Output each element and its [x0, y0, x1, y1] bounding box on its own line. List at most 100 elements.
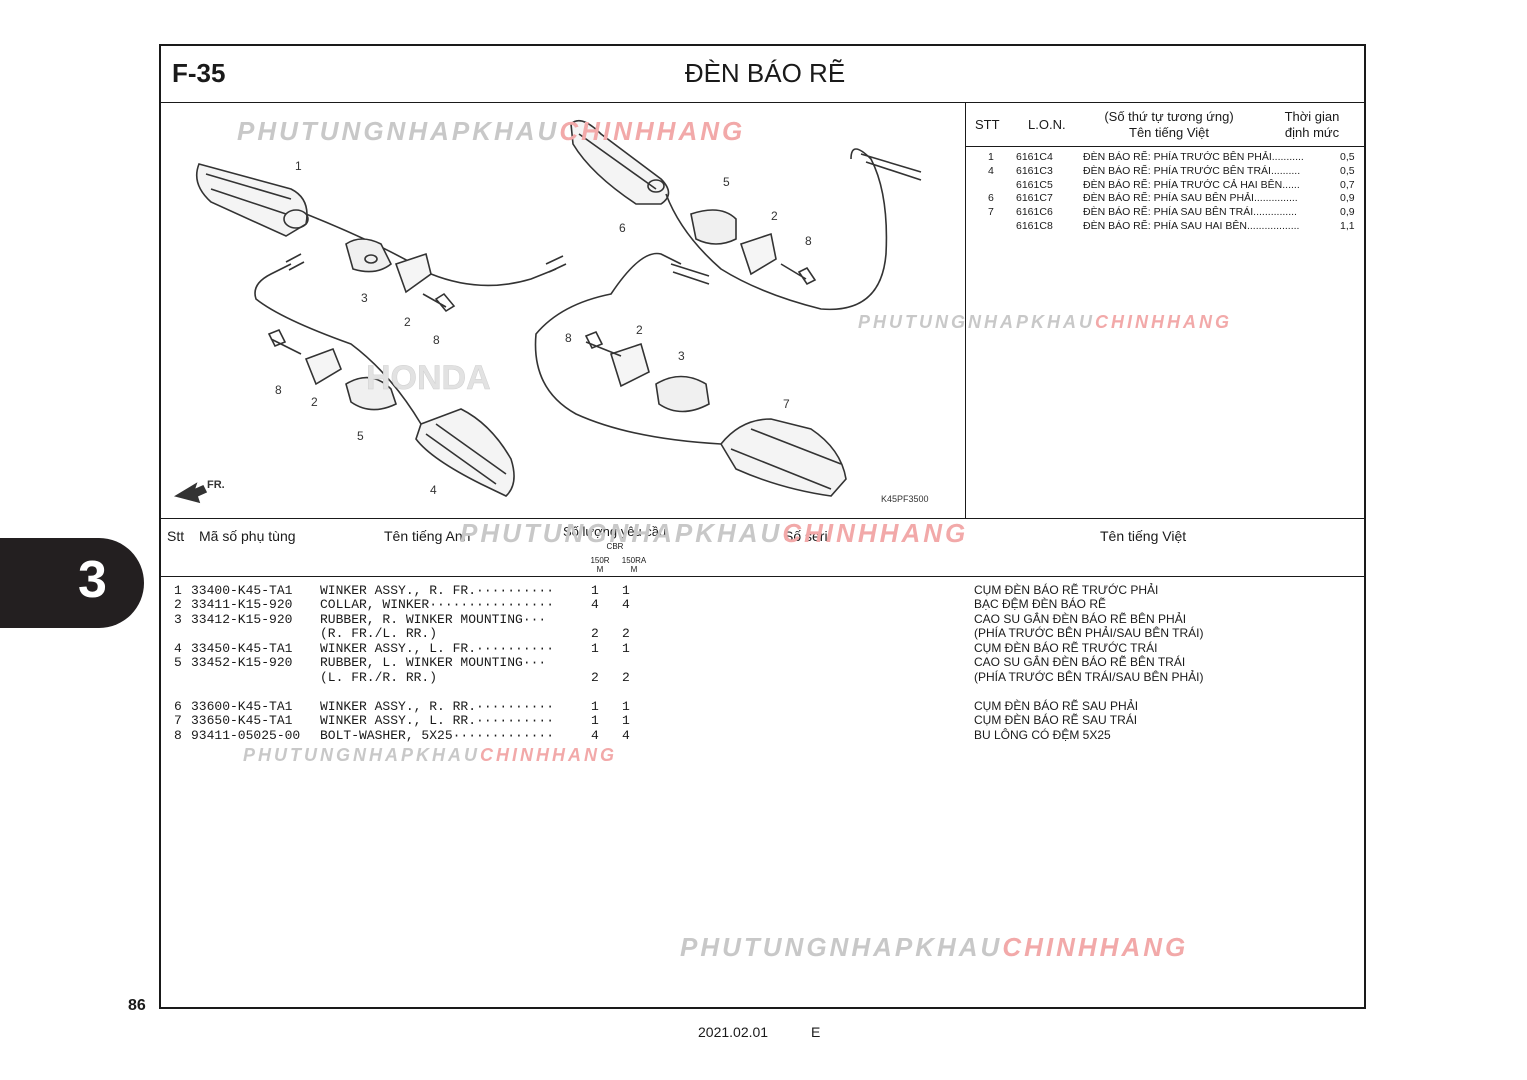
lon-row-stt: 7 [988, 206, 994, 218]
parts-partno-header: Mã số phụ tùng [199, 528, 296, 544]
parts-row-stt: 1 [174, 583, 182, 598]
parts-row: 1 33400-K45-TA1 WINKER ASSY., R. FR.····… [174, 583, 1354, 598]
callout-8-left: 8 [275, 383, 282, 397]
parts-variant2-label: 150RA M [618, 556, 650, 574]
parts-variant1-line2: M [596, 565, 604, 574]
parts-row-partno: 33412-K15-920 [191, 612, 293, 627]
lon-row-name: ĐÈN BÁO RẼ: PHÍA SAU HAI BÊN............… [1083, 220, 1300, 232]
parts-row-en: WINKER ASSY., R. RR.·········· [320, 699, 555, 714]
parts-row-qty2: 4 [622, 728, 630, 743]
parts-row-vn: CỤM ĐÈN BÁO RẼ SAU TRÁI [974, 713, 1138, 727]
parts-row-qty2: 2 [622, 626, 630, 641]
parts-row-en: RUBBER, R. WINKER MOUNTING··· [320, 612, 547, 627]
parts-row: 8 93411-05025-00 BOLT-WASHER, 5X25······… [174, 728, 1354, 743]
parts-row-vn: CỤM ĐÈN BÁO RẼ TRƯỚC PHẢI [974, 583, 1159, 597]
parts-row-partno: 33452-K15-920 [191, 655, 293, 670]
callout-8-rear-left: 8 [565, 331, 572, 345]
lon-row-code: 6161C6 [1016, 206, 1053, 218]
parts-row-vn: (PHÍA TRƯỚC BÊN PHẢI/SAU BÊN TRÁI) [974, 626, 1204, 640]
watermark: PHUTUNGNHAPKHAUCHINHHANG [858, 312, 1232, 333]
callout-6: 6 [619, 221, 626, 235]
parts-row-partno: 33411-K15-920 [191, 597, 293, 612]
lon-row-code: 6161C8 [1016, 220, 1053, 232]
watermark: PHUTUNGNHAPKHAUCHINHHANG [460, 518, 968, 549]
lon-ref-header-line1: (Số thứ tự tương ứng) [1104, 109, 1234, 124]
print-date: 2021.02.01 [698, 1024, 769, 1040]
parts-row-partno: 33400-K45-TA1 [191, 583, 293, 598]
parts-serial-header: Số seri [784, 528, 828, 544]
callout-2-left: 2 [311, 395, 318, 409]
lon-row: 6 6161C7 ĐÈN BÁO RẼ: PHÍA SAU BÊN PHẢI..… [975, 192, 1360, 206]
lon-row: 7 6161C6 ĐÈN BÁO RẼ: PHÍA SAU BÊN TRÁI..… [975, 206, 1360, 220]
parts-row-en: (L. FR./R. RR.) [320, 670, 438, 685]
parts-row-partno: 93411-05025-00 [191, 728, 301, 743]
parts-row: (L. FR./R. RR.) 2 2 (PHÍA TRƯỚC BÊN TRÁI… [174, 670, 1354, 685]
honda-logo-text: HONDA [366, 359, 491, 397]
parts-row-qty1: 4 [591, 728, 599, 743]
parts-row-vn: CAO SU GẮN ĐÈN BÁO RẼ BÊN TRÁI [974, 655, 1186, 669]
page-code: F-35 [172, 58, 226, 88]
watermark-part1: PHUTUNGNHAPKHAU [243, 745, 480, 765]
lon-time-header: Thời gian định mức [1272, 109, 1352, 141]
callout-4: 4 [430, 483, 437, 497]
parts-row: 7 33650-K45-TA1 WINKER ASSY., L. RR.····… [174, 713, 1354, 728]
lon-row-code: 6161C5 [1016, 179, 1053, 191]
parts-row-en: WINKER ASSY., R. FR.·········· [320, 583, 555, 598]
lon-row-stt: 1 [988, 151, 994, 163]
lon-header-rule [965, 146, 1366, 147]
callout-8-rear: 8 [805, 234, 812, 248]
lon-row-name: ĐÈN BÁO RẼ: PHÍA TRƯỚC CẢ HAI BÊN...... [1083, 179, 1300, 191]
watermark-part1: PHUTUNGNHAPKHAU [858, 312, 1095, 332]
parts-row: (R. FR./L. RR.) 2 2 (PHÍA TRƯỚC BÊN PHẢI… [174, 626, 1354, 641]
parts-row: 4 33450-K45-TA1 WINKER ASSY., L. FR.····… [174, 641, 1354, 656]
parts-row-en: RUBBER, L. WINKER MOUNTING··· [320, 655, 547, 670]
page-title: ĐÈN BÁO RẼ [684, 58, 846, 88]
lon-row-name: ĐÈN BÁO RẼ: PHÍA SAU BÊN PHẢI...........… [1083, 192, 1298, 204]
parts-header-top-rule [159, 518, 1366, 519]
parts-stt-header: Stt [167, 528, 185, 544]
page-number: 86 [128, 997, 146, 1014]
parts-en-header: Tên tiếng Anh [384, 528, 471, 544]
callout-8: 8 [433, 333, 440, 347]
parts-row-en: COLLAR, WINKER················ [320, 597, 555, 612]
watermark-part1: PHUTUNGNHAPKHAU [237, 116, 560, 146]
parts-row-vn: BẠC ĐỆM ĐÈN BÁO RẼ [974, 597, 1107, 611]
watermark: PHUTUNGNHAPKHAUCHINHHANG [243, 745, 617, 766]
watermark-part2: CHINHHANG [1002, 932, 1189, 962]
lon-time-header-line2: định mức [1284, 125, 1340, 140]
parts-row-en: (R. FR./L. RR.) [320, 626, 438, 641]
edition-mark: E [811, 1024, 821, 1040]
parts-row-en: WINKER ASSY., L. FR.·········· [320, 641, 555, 656]
callout-2-rear: 2 [771, 209, 778, 223]
parts-row: 3 33412-K15-920 RUBBER, R. WINKER MOUNTI… [174, 612, 1354, 627]
lon-row-time: 0,7 [1340, 179, 1355, 191]
lon-row-stt: 6 [988, 192, 994, 204]
parts-row-stt: 6 [174, 699, 182, 714]
parts-row-qty2: 1 [622, 699, 630, 714]
parts-row-vn: CỤM ĐÈN BÁO RẼ SAU PHẢI [974, 699, 1139, 713]
lon-time-header-line1: Thời gian [1284, 109, 1340, 124]
lon-row-code: 6161C3 [1016, 165, 1053, 177]
parts-row: 6 33600-K45-TA1 WINKER ASSY., R. RR.····… [174, 699, 1354, 714]
parts-row-qty1: 1 [591, 699, 599, 714]
figure-code: K45PF3500 [881, 494, 929, 504]
lon-row: 1 6161C4 ĐÈN BÁO RẼ: PHÍA TRƯỚC BÊN PHẢI… [975, 151, 1360, 165]
parts-header-bottom-rule [159, 576, 1366, 577]
parts-row-en: BOLT-WASHER, 5X25············· [320, 728, 555, 743]
lon-row-name: ĐÈN BÁO RẼ: PHÍA TRƯỚC BÊN PHẢI.........… [1083, 151, 1304, 163]
parts-row-vn: CAO SU GẮN ĐÈN BÁO RẼ BÊN PHẢI [974, 612, 1187, 626]
lon-row-name: ĐÈN BÁO RẼ: PHÍA TRƯỚC BÊN TRÁI.........… [1083, 165, 1301, 177]
watermark-part1: PHUTUNGNHAPKHAU [680, 932, 1003, 962]
lon-row-time: 0,9 [1340, 206, 1355, 218]
parts-row-en: WINKER ASSY., L. RR.·········· [320, 713, 555, 728]
parts-row-qty1: 1 [591, 641, 599, 656]
parts-row-vn: CỤM ĐÈN BÁO RẼ TRƯỚC TRÁI [974, 641, 1158, 655]
watermark: PHUTUNGNHAPKHAUCHINHHANG [237, 116, 745, 147]
watermark-part2: CHINHHANG [1095, 312, 1232, 332]
header-divider [159, 102, 1366, 103]
parts-row-stt: 2 [174, 597, 182, 612]
lon-ref-header: (Số thứ tự tương ứng) Tên tiếng Việt [1090, 109, 1248, 141]
callout-3-rear: 3 [678, 349, 685, 363]
parts-row-qty2: 1 [622, 641, 630, 656]
parts-row: 5 33452-K15-920 RUBBER, L. WINKER MOUNTI… [174, 655, 1354, 670]
